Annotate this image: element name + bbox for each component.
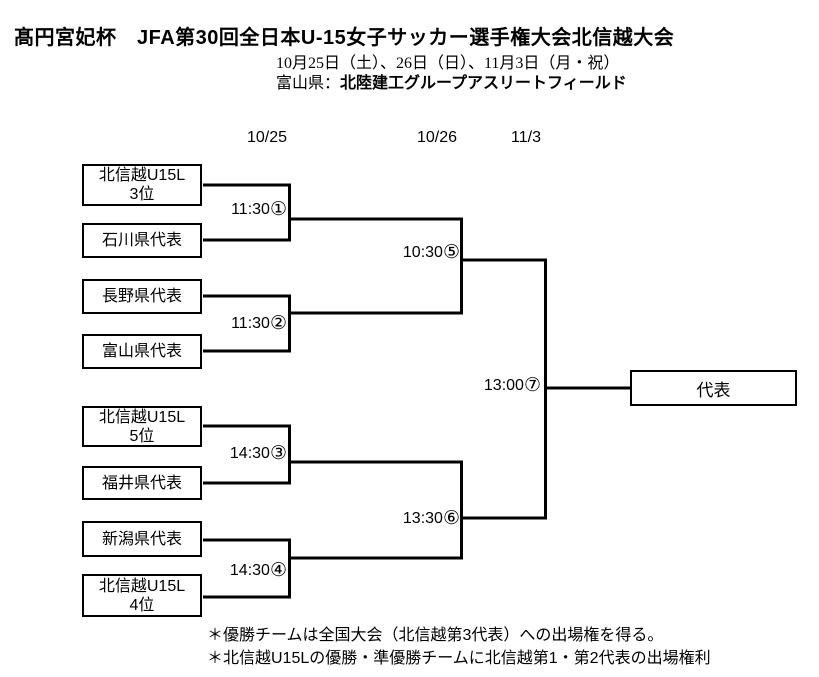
- team-box-fukui: 福井県代表: [82, 466, 202, 500]
- match-3-time: 14:30③: [230, 443, 287, 465]
- match-3-number-icon: ③: [269, 443, 287, 464]
- match-1-number-icon: ①: [269, 199, 287, 220]
- match-5-number-icon: ⑤: [442, 242, 460, 263]
- round-date-1: 10/25: [246, 129, 288, 146]
- winner-box: 代表: [630, 370, 797, 406]
- match-7-time: 13:00⑦: [484, 375, 541, 397]
- match-7-time-text: 13:00: [483, 377, 524, 394]
- venue-name: 北陸建工グループアスリートフィールド: [340, 75, 627, 92]
- team-box-ishikawa: 石川県代表: [82, 223, 202, 258]
- team-box-nagano: 長野県代表: [82, 279, 202, 314]
- team-box-hokushinetsu-3: 北信越U15L 3位: [82, 164, 202, 206]
- team-box-niigata: 新潟県代表: [82, 521, 202, 557]
- match-5-time-text: 10:30: [402, 244, 443, 261]
- page-title: 髙円宮妃杯 JFA第30回全日本U-15女子サッカー選手権大会北信越大会: [14, 27, 675, 49]
- match-1-time: 11:30①: [231, 199, 287, 221]
- match-6-time-text: 13:30: [402, 510, 443, 527]
- match-4-time: 14:30④: [230, 560, 287, 582]
- match-2-time: 11:30②: [231, 313, 287, 335]
- venue-prefecture: 富山県：: [276, 75, 341, 92]
- match-6-time: 13:30⑥: [403, 508, 460, 530]
- match-4-number-icon: ④: [269, 560, 287, 581]
- round-date-3: 11/3: [511, 129, 541, 146]
- team-box-hokushinetsu-5: 北信越U15L 5位: [82, 406, 202, 447]
- tournament-dates: 10月25日（土）、26日（日）、11月3日（月・祝）: [276, 55, 620, 72]
- match-7-number-icon: ⑦: [523, 375, 541, 396]
- team-box-toyama: 富山県代表: [82, 334, 202, 369]
- match-2-time-text: 11:30: [231, 315, 270, 332]
- match-6-number-icon: ⑥: [442, 508, 460, 529]
- match-5-time: 10:30⑤: [403, 242, 460, 264]
- note-line-2: ＊北信越U15Lの優勝・準優勝チームに北信越第1・第2代表の出場権利: [207, 650, 711, 667]
- match-2-number-icon: ②: [269, 313, 287, 334]
- match-3-time-text: 14:30: [229, 445, 270, 462]
- round-date-2: 10/26: [416, 129, 458, 146]
- match-4-time-text: 14:30: [229, 562, 270, 579]
- venue-line: 富山県：北陸建工グループアスリートフィールド: [276, 69, 627, 93]
- match-1-time-text: 11:30: [231, 201, 270, 218]
- team-box-hokushinetsu-4: 北信越U15L 4位: [82, 574, 202, 617]
- note-line-1: ＊優勝チームは全国大会（北信越第3代表）への出場権を得る。: [207, 627, 664, 644]
